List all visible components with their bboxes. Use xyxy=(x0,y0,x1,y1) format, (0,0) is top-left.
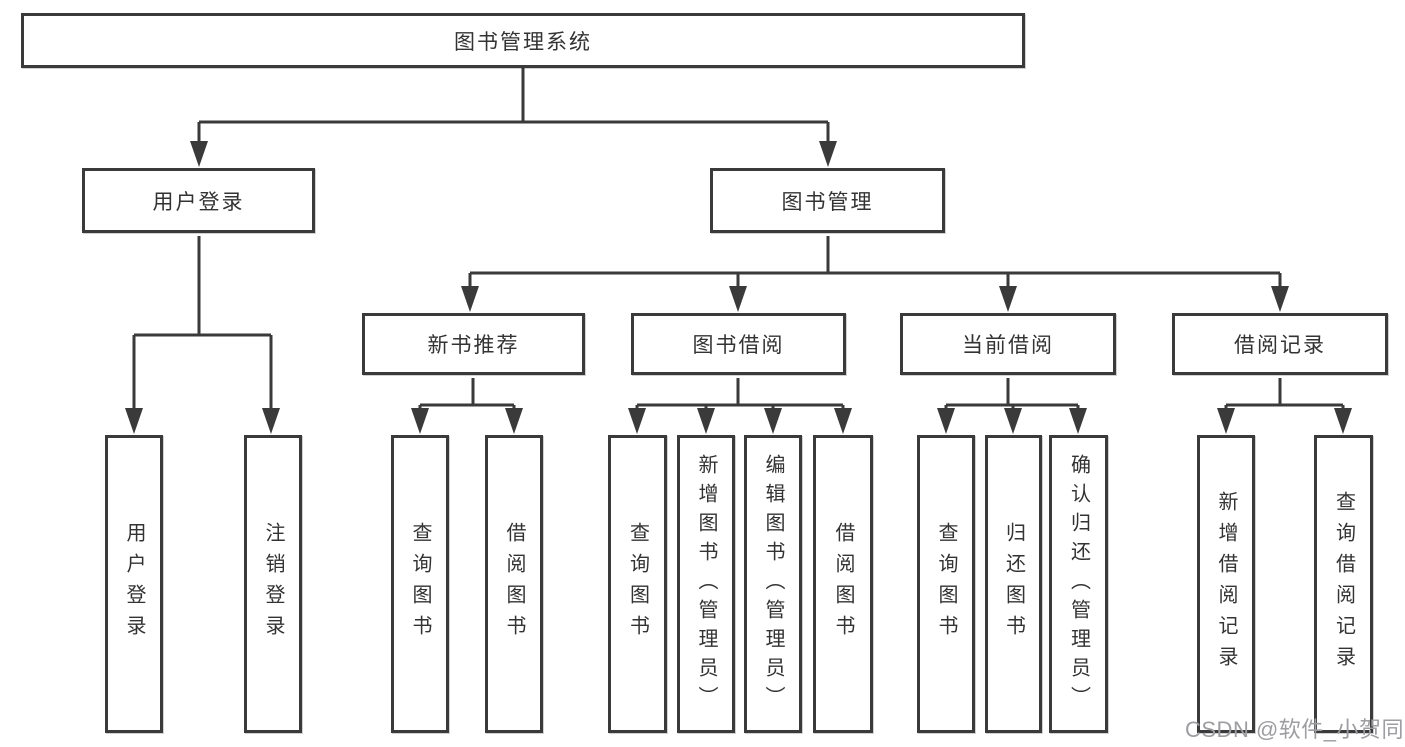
node-new-book-rec: 新书推荐 xyxy=(362,313,585,375)
leaf-borrow-book-1-label: 借阅图书 xyxy=(503,522,525,646)
leaf-add-record: 新增借阅记录 xyxy=(1197,435,1255,733)
leaf-borrow-book-2-label: 借阅图书 xyxy=(832,522,854,646)
node-root-label: 图书管理系统 xyxy=(454,30,592,54)
leaf-user-login: 用户登录 xyxy=(105,435,163,733)
leaf-query-book-1-label: 查询图书 xyxy=(409,522,431,646)
node-current-borrow-label: 当前借阅 xyxy=(962,334,1054,357)
leaf-return-book: 归还图书 xyxy=(985,435,1042,733)
leaf-query-record-label: 查询借阅记录 xyxy=(1332,491,1355,677)
node-current-borrow: 当前借阅 xyxy=(900,313,1116,375)
node-book-borrow: 图书借阅 xyxy=(631,313,846,375)
leaf-add-record-label: 新增借阅记录 xyxy=(1215,491,1237,677)
leaf-query-book-2: 查询图书 xyxy=(608,435,667,733)
node-borrow-record-label: 借阅记录 xyxy=(1234,334,1326,357)
leaf-confirm-return-label: 确认归还（管理员） xyxy=(1067,453,1090,715)
leaf-query-record: 查询借阅记录 xyxy=(1314,435,1373,733)
leaf-edit-book-label: 编辑图书（管理员） xyxy=(762,453,784,715)
node-new-book-rec-label: 新书推荐 xyxy=(427,334,520,357)
leaf-edit-book: 编辑图书（管理员） xyxy=(744,435,802,733)
leaf-logout-label: 注销登录 xyxy=(262,522,284,646)
leaf-confirm-return: 确认归还（管理员） xyxy=(1049,435,1108,733)
node-book-mgmt-label: 图书管理 xyxy=(781,190,874,214)
leaf-return-book-label: 归还图书 xyxy=(1002,522,1025,646)
leaf-query-book-3: 查询图书 xyxy=(917,435,975,733)
node-borrow-record: 借阅记录 xyxy=(1172,313,1388,375)
leaf-logout: 注销登录 xyxy=(244,435,302,733)
csdn-watermark: CSDN @软件_小贺同学 xyxy=(1185,717,1405,742)
leaf-borrow-book-1: 借阅图书 xyxy=(485,435,543,733)
node-book-mgmt: 图书管理 xyxy=(710,168,945,233)
node-book-borrow-label: 图书借阅 xyxy=(692,334,785,357)
node-root: 图书管理系统 xyxy=(21,13,1025,68)
leaf-query-book-2-label: 查询图书 xyxy=(626,522,649,646)
leaf-query-book-3-label: 查询图书 xyxy=(935,522,957,646)
leaf-add-book-label: 新增图书（管理员） xyxy=(695,453,717,715)
node-user-login-label: 用户登录 xyxy=(152,190,245,214)
node-user-login: 用户登录 xyxy=(82,168,315,233)
leaf-add-book: 新增图书（管理员） xyxy=(677,435,735,733)
leaf-user-login-label: 用户登录 xyxy=(123,522,145,646)
leaf-query-book-1: 查询图书 xyxy=(391,435,449,733)
leaf-borrow-book-2: 借阅图书 xyxy=(813,435,873,733)
